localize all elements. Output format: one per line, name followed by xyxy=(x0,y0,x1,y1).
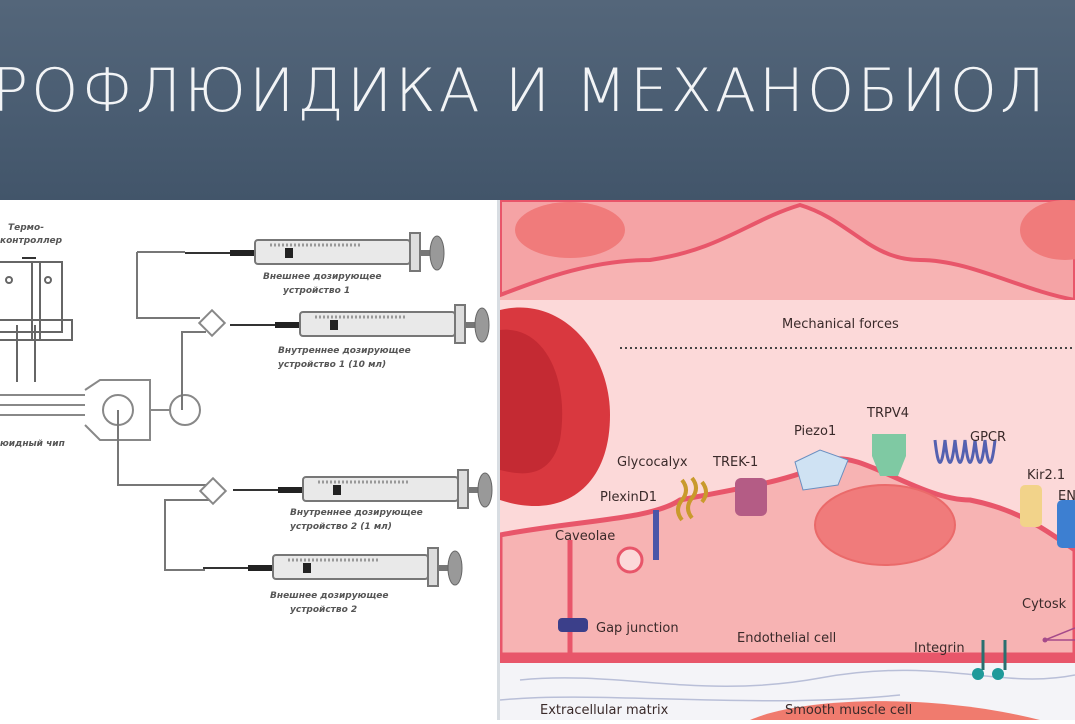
syringe-4-label-1: Внешнее дозирующее xyxy=(270,591,389,601)
syringe-1-label-2: устройство 1 xyxy=(283,286,350,296)
label-glycocalyx: Glycocalyx xyxy=(617,455,688,470)
caveolae-shape xyxy=(618,548,642,572)
syringe-3 xyxy=(233,470,492,508)
enac-icon xyxy=(1057,500,1075,548)
label-integrin: Integrin xyxy=(914,641,965,656)
thermo-label-1: Термо- xyxy=(8,223,44,233)
syringe-2 xyxy=(230,305,489,343)
syringe-3-label-1: Внутреннее дозирующее xyxy=(290,508,423,518)
label-enac: EN xyxy=(1058,489,1075,504)
syringe-1-label-1: Внешнее дозирующее xyxy=(263,272,382,282)
mechanobiology-diagram: Mechanical forces Glycocalyx TREK-1 Piez… xyxy=(500,200,1075,720)
label-gap-junction: Gap junction xyxy=(596,621,679,636)
kir21-icon xyxy=(1020,485,1042,527)
label-kir21: Kir2.1 xyxy=(1027,468,1065,483)
syringe-2-label-1: Внутреннее дозирующее xyxy=(278,346,411,356)
trek1-icon xyxy=(735,478,767,516)
syringe-2-label-2: устройство 1 (10 мл) xyxy=(278,360,386,370)
label-piezo1: Piezo1 xyxy=(794,424,836,439)
label-plexind1: PlexinD1 xyxy=(600,490,657,505)
thermo-label-2: контроллер xyxy=(0,236,63,246)
label-caveolae: Caveolae xyxy=(555,529,615,544)
microfluidic-diagram: Термо- контроллер юидный чип Внешнее доз… xyxy=(0,200,497,720)
label-gpcr: GPCR xyxy=(970,430,1006,445)
thermo-controller xyxy=(0,258,72,382)
syringe-4-label-2: устройство 2 xyxy=(290,605,357,615)
slide-title: РОФЛЮИДИКА И МЕХАНОБИОЛ xyxy=(0,56,1048,126)
label-mechanical-forces: Mechanical forces xyxy=(782,317,899,332)
label-trpv4: TRPV4 xyxy=(866,406,909,421)
label-trek1: TREK-1 xyxy=(712,455,758,470)
title-bar: РОФЛЮИДИКА И МЕХАНОБИОЛ xyxy=(0,0,1075,200)
label-extracellular-matrix: Extracellular matrix xyxy=(540,703,669,718)
top-nucleus-left xyxy=(515,202,625,258)
chip-label: юидный чип xyxy=(0,439,65,449)
syringe-1 xyxy=(185,233,444,271)
nucleus xyxy=(815,485,955,565)
label-cytoskeleton: Cytosk xyxy=(1022,597,1067,612)
syringe-4 xyxy=(203,548,462,586)
syringe-3-label-2: устройство 2 (1 мл) xyxy=(290,522,392,532)
plexind1-icon xyxy=(653,510,659,560)
label-endothelial-cell: Endothelial cell xyxy=(737,631,836,646)
gap-junction-icon xyxy=(558,618,588,632)
label-smooth-muscle-cell: Smooth muscle cell xyxy=(785,703,912,718)
